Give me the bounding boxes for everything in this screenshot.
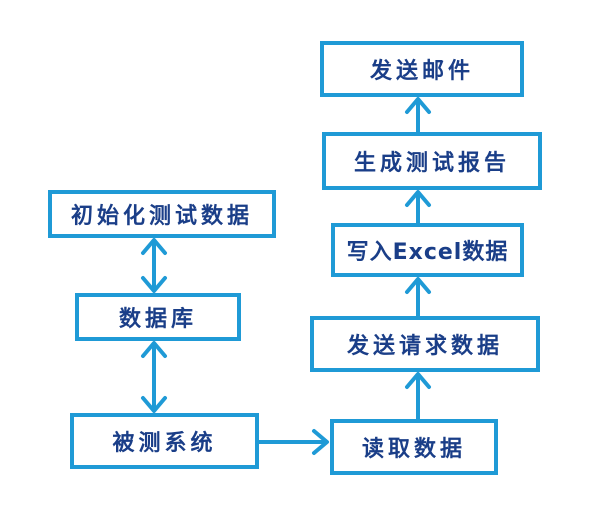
arrowhead-init-db-down [141, 276, 167, 293]
node-send-request-data-label: 发送请求数据 [346, 334, 503, 359]
arrowhead-db-sut-down [141, 396, 167, 413]
arrowhead-init-db-up [141, 238, 167, 255]
node-init-test-data: 初始化测试数据 [48, 190, 276, 238]
node-send-request-data: 发送请求数据 [310, 316, 540, 372]
arrowhead-report-mail [405, 97, 431, 114]
node-system-under-test-label: 被测系统 [112, 431, 217, 456]
node-send-email: 发送邮件 [320, 41, 524, 97]
arrowhead-sut-read [312, 429, 329, 455]
arrowhead-send-request-write [405, 277, 431, 294]
node-generate-report: 生成测试报告 [322, 132, 542, 190]
node-generate-report-label: 生成测试报告 [353, 151, 510, 176]
arrowhead-read-send-request [405, 372, 431, 389]
node-init-test-data-label: 初始化测试数据 [70, 204, 253, 229]
node-database: 数据库 [75, 293, 241, 341]
node-write-excel-data: 写入Excel数据 [331, 223, 524, 277]
node-system-under-test: 被测系统 [70, 413, 259, 469]
arrowhead-db-sut-up [141, 341, 167, 358]
arrowhead-write-report [405, 190, 431, 207]
node-database-label: 数据库 [118, 307, 197, 332]
node-read-data-label: 读取数据 [361, 437, 466, 462]
node-write-excel-data-label: 写入Excel数据 [346, 240, 509, 265]
node-send-email-label: 发送邮件 [369, 59, 474, 84]
node-read-data: 读取数据 [330, 419, 498, 475]
